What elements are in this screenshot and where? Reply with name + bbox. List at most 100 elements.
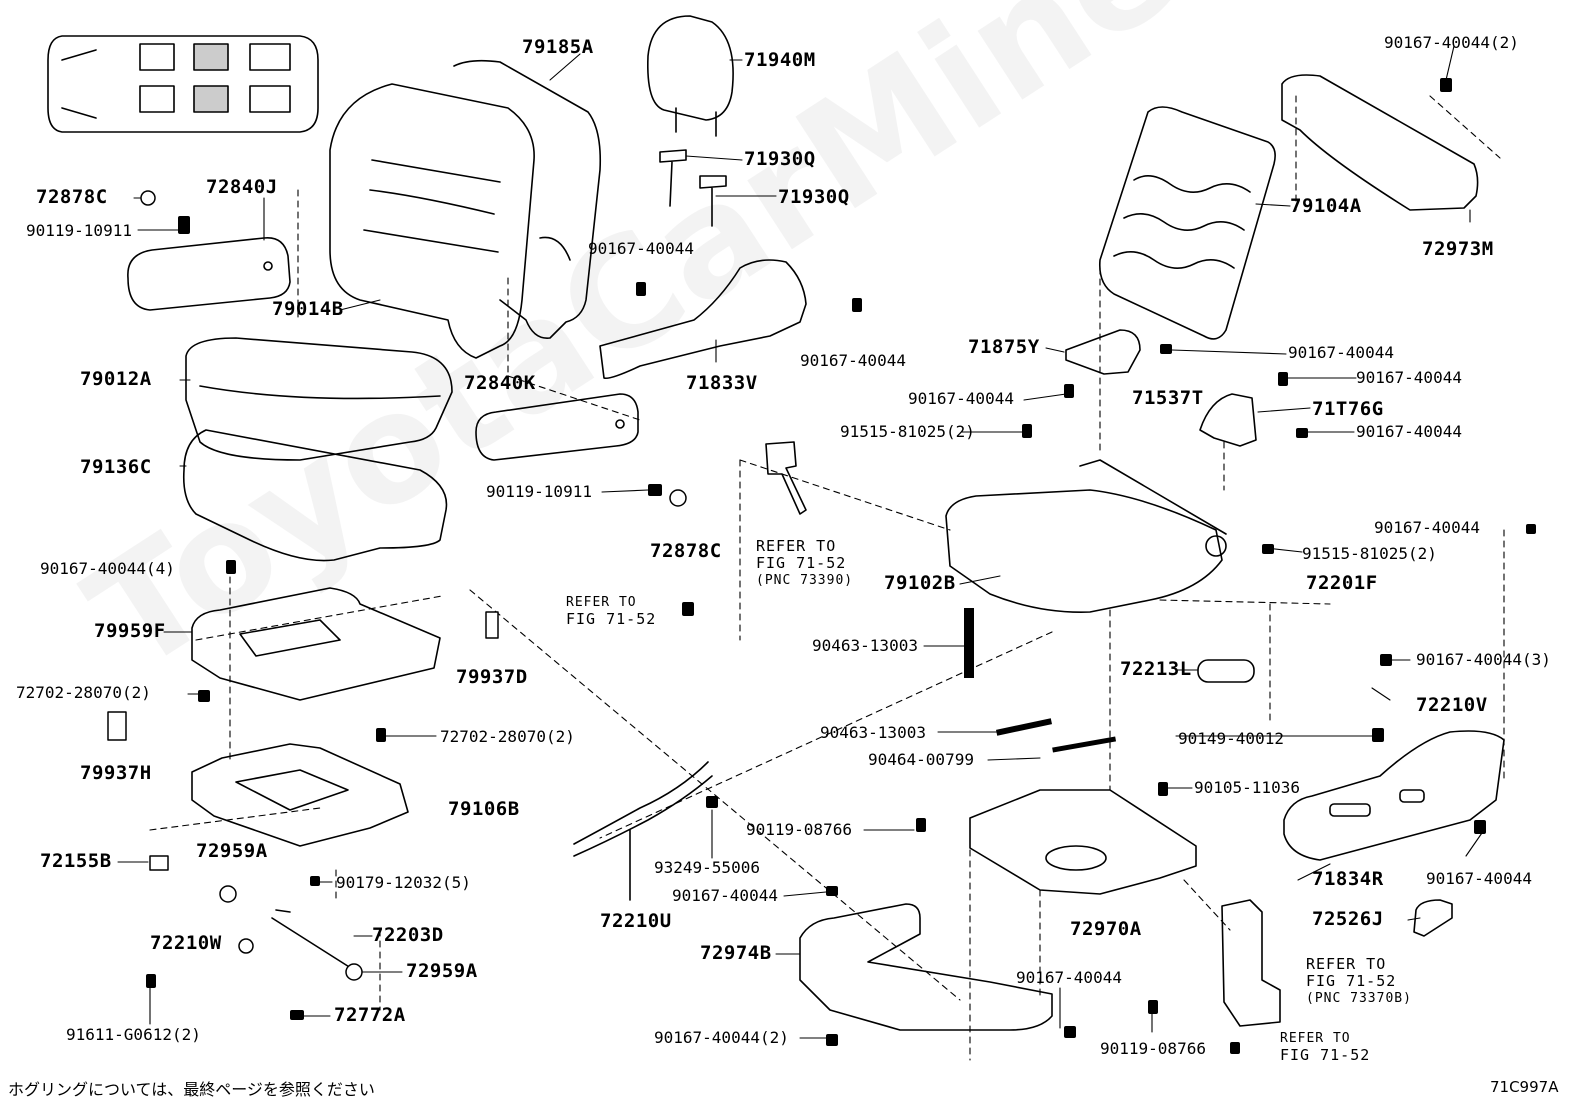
label-79937H[interactable]: 79937H <box>80 762 152 784</box>
label-90463-13003-b[interactable]: 90463-13003 <box>820 723 926 742</box>
seatback-pad-79185A <box>453 59 602 339</box>
cushion-frame-79102B <box>945 459 1227 613</box>
refer-line-3: (PNC 73370B) <box>1306 991 1412 1006</box>
label-79959F[interactable]: 79959F <box>94 620 166 642</box>
label-72840J[interactable]: 72840J <box>206 176 278 198</box>
footer-note: ホグリングについては、最終ページを参照ください <box>8 1080 375 1099</box>
label-71833V[interactable]: 71833V <box>686 372 758 394</box>
headrest-71940M <box>647 15 734 137</box>
seatbelt-anchor-lower <box>1221 899 1281 1027</box>
label-90167-40044-j[interactable]: 90167-40044 <box>1016 968 1122 987</box>
swivel-base-72970A <box>969 789 1197 895</box>
label-91515-81025-2-b[interactable]: 91515-81025(2) <box>1302 544 1437 563</box>
refer-note-73390[interactable]: REFER TO FIG 71-52 (PNC 73390) <box>756 538 853 589</box>
label-79012A[interactable]: 79012A <box>80 368 152 390</box>
label-90167-40044-4[interactable]: 90167-40044(4) <box>40 559 175 578</box>
label-72878C-top[interactable]: 72878C <box>36 186 108 208</box>
label-90463-13003-a[interactable]: 90463-13003 <box>812 636 918 655</box>
seatback-frame-79104A <box>1098 106 1276 340</box>
label-90167-40044-d[interactable]: 90167-40044 <box>1356 368 1462 387</box>
label-72959A-b[interactable]: 72959A <box>406 960 478 982</box>
label-90167-40044-3[interactable]: 90167-40044(3) <box>1416 650 1551 669</box>
side-shield-71833V <box>599 259 807 380</box>
rod-72203D <box>271 909 355 971</box>
label-71T76G[interactable]: 71T76G <box>1312 398 1384 420</box>
label-72702-28070-2-a[interactable]: 72702-28070(2) <box>16 683 151 702</box>
label-79104A[interactable]: 79104A <box>1290 195 1362 217</box>
lever-72526J <box>1413 899 1453 937</box>
hinge-71T76G <box>1199 393 1257 447</box>
label-90167-40044-b[interactable]: 90167-40044 <box>800 351 906 370</box>
label-71834R[interactable]: 71834R <box>1312 868 1384 890</box>
label-72526J[interactable]: 72526J <box>1312 908 1384 930</box>
label-72973M[interactable]: 72973M <box>1422 238 1494 260</box>
label-90119-08766-a[interactable]: 90119-08766 <box>746 820 852 839</box>
label-90167-40044-c[interactable]: 90167-40044 <box>1288 343 1394 362</box>
label-72210W[interactable]: 72210W <box>150 932 222 954</box>
label-72970A[interactable]: 72970A <box>1070 918 1142 940</box>
label-72155B[interactable]: 72155B <box>40 850 112 872</box>
label-91515-81025-2-a[interactable]: 91515-81025(2) <box>840 422 975 441</box>
label-79185A[interactable]: 79185A <box>522 36 594 58</box>
refer-line-1: REFER TO <box>756 537 837 555</box>
label-71930Q-a[interactable]: 71930Q <box>744 148 816 170</box>
cables-72210U <box>573 761 713 901</box>
label-79102B[interactable]: 79102B <box>884 572 956 594</box>
label-90119-10911-mid[interactable]: 90119-10911 <box>486 482 592 501</box>
label-90167-40044-f[interactable]: 90167-40044 <box>1356 422 1462 441</box>
refer-note-fig-71-52-b[interactable]: REFER TO FIG 71-52 <box>1280 1030 1370 1064</box>
refer-line-3: (PNC 73390) <box>756 573 854 588</box>
label-90167-40044-a[interactable]: 90167-40044 <box>588 239 694 258</box>
refer-line-2: FIG 71-52 <box>1280 1046 1371 1064</box>
label-90167-40044-e[interactable]: 90167-40044 <box>908 389 1014 408</box>
seatbelt-anchor-upper <box>765 441 807 515</box>
label-90149-40012[interactable]: 90149-40012 <box>1178 729 1284 748</box>
refer-line-1: REFER TO <box>1306 955 1387 973</box>
label-90167-40044-i[interactable]: 90167-40044 <box>1426 869 1532 888</box>
label-90464-00799[interactable]: 90464-00799 <box>868 750 974 769</box>
label-72210V[interactable]: 72210V <box>1416 694 1488 716</box>
label-72203D[interactable]: 72203D <box>372 924 444 946</box>
seatback-cover-79014B <box>329 83 535 359</box>
solid-leader-lines <box>117 45 1485 1039</box>
label-72959A-a[interactable]: 72959A <box>196 840 268 862</box>
label-91611-G0612-2[interactable]: 91611-G0612(2) <box>66 1025 201 1044</box>
label-79937D[interactable]: 79937D <box>456 666 528 688</box>
label-90167-40044-h[interactable]: 90167-40044 <box>672 886 778 905</box>
label-71875Y[interactable]: 71875Y <box>968 336 1040 358</box>
refer-line-2: FIG 71-52 <box>756 554 847 572</box>
label-90167-40044-2-bot[interactable]: 90167-40044(2) <box>654 1028 789 1047</box>
refer-note-fig-71-52-a[interactable]: REFER TO FIG 71-52 <box>566 594 656 628</box>
refer-line-2: FIG 71-52 <box>566 610 657 628</box>
label-71930Q-b[interactable]: 71930Q <box>778 186 850 208</box>
label-71940M[interactable]: 71940M <box>744 49 816 71</box>
label-72702-28070-2-b[interactable]: 72702-28070(2) <box>440 727 575 746</box>
label-71537T[interactable]: 71537T <box>1132 387 1204 409</box>
refer-note-73370B[interactable]: REFER TO FIG 71-52 (PNC 73370B) <box>1306 956 1412 1007</box>
fasteners <box>107 78 1536 1054</box>
headrest-supports-71930Q <box>659 149 727 227</box>
label-72974B[interactable]: 72974B <box>700 942 772 964</box>
dashed-leader-lines <box>149 95 1505 1061</box>
refer-line-1: REFER TO <box>566 595 637 610</box>
label-72210U[interactable]: 72210U <box>600 910 672 932</box>
refer-line-2: FIG 71-52 <box>1306 972 1397 990</box>
handle-72213L <box>1197 659 1255 683</box>
label-90119-08766-b[interactable]: 90119-08766 <box>1100 1039 1206 1058</box>
side-cover-71834R <box>1283 730 1505 861</box>
label-90167-40044-g[interactable]: 90167-40044 <box>1374 518 1480 537</box>
label-72201F[interactable]: 72201F <box>1306 572 1378 594</box>
label-79014B[interactable]: 79014B <box>272 298 344 320</box>
label-72840K[interactable]: 72840K <box>464 372 536 394</box>
label-90105-11036[interactable]: 90105-11036 <box>1194 778 1300 797</box>
label-72213L[interactable]: 72213L <box>1120 658 1192 680</box>
seat-location-inset <box>47 35 319 133</box>
label-79136C[interactable]: 79136C <box>80 456 152 478</box>
label-90119-10911-top[interactable]: 90119-10911 <box>26 221 132 240</box>
label-72878C-mid[interactable]: 72878C <box>650 540 722 562</box>
label-90167-40044-2-top[interactable]: 90167-40044(2) <box>1384 33 1519 52</box>
label-90179-12032-5[interactable]: 90179-12032(5) <box>336 873 471 892</box>
label-93249-55006[interactable]: 93249-55006 <box>654 858 760 877</box>
label-72772A[interactable]: 72772A <box>334 1004 406 1026</box>
label-79106B[interactable]: 79106B <box>448 798 520 820</box>
